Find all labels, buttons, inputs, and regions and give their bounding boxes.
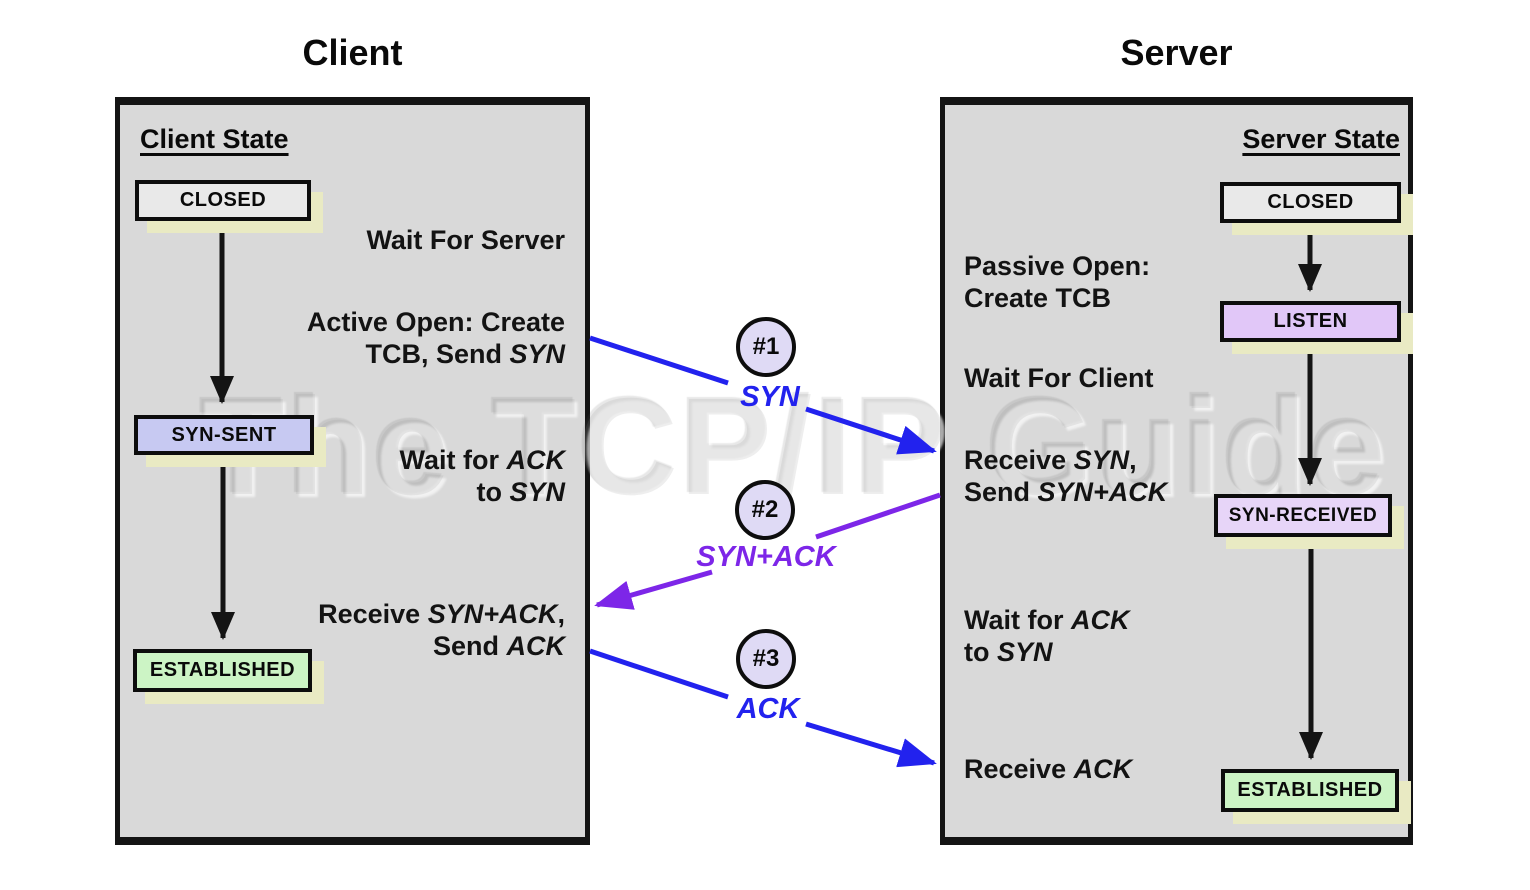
note-text: Receive (964, 754, 1074, 784)
client-note-wait-ack: Wait for ACK to SYN (265, 444, 566, 508)
client-note-receive-synack: Receive SYN+ACK, Send ACK (245, 598, 565, 662)
server-note-receive-syn: Receive SYN, Send SYN+ACK (964, 444, 1304, 508)
note-italic: SYN (1073, 445, 1130, 475)
note-text: Wait for (399, 445, 507, 475)
server-note-receive-ack: Receive ACK (964, 753, 1294, 785)
server-state-closed: CLOSED (1220, 182, 1401, 223)
note-line: TCB, Send SYN (245, 338, 565, 370)
message-2-label: SYN+ACK (696, 541, 836, 573)
server-state-flow-arrows (1298, 229, 1323, 760)
note-text: , (1129, 445, 1137, 475)
arrow-ack (589, 648, 937, 768)
note-line: to SYN (265, 476, 565, 508)
note-text: Wait For Server (366, 225, 565, 255)
message-1-badge: #1 (736, 317, 796, 377)
client-state-closed: CLOSED (135, 180, 311, 221)
note-italic: ACK (506, 631, 566, 661)
server-state-listen: LISTEN (1220, 301, 1401, 342)
note-text: Send (432, 631, 507, 661)
client-panel (115, 97, 590, 845)
note-line: to SYN (964, 636, 1294, 668)
note-italic: ACK (1073, 754, 1133, 784)
client-state-flow-arrows (210, 226, 235, 640)
badge-number: #1 (752, 333, 780, 360)
note-text: Receive (964, 445, 1074, 475)
note-italic: SYN+ACK (427, 599, 558, 629)
note-italic: SYN (509, 477, 565, 507)
client-state-heading: Client State (140, 124, 289, 154)
badge-number: #3 (752, 645, 780, 672)
note-text: Wait For Client (964, 363, 1154, 393)
note-text: Receive (318, 599, 428, 629)
note-italic: SYN (997, 637, 1053, 667)
message-3-badge: #3 (736, 629, 796, 689)
client-state-syn-sent: SYN-SENT (134, 415, 314, 455)
note-text: to (476, 477, 510, 507)
note-text: Create TCB (964, 283, 1112, 313)
note-text: Wait for (964, 605, 1071, 635)
message-3-label: ACK (736, 693, 800, 725)
note-text: Send (964, 477, 1038, 507)
client-title: Client (302, 32, 403, 73)
note-line: Create TCB (964, 282, 1294, 314)
server-state-syn-received: SYN-RECEIVED (1214, 494, 1392, 537)
note-text: Active Open: Create (306, 307, 565, 337)
note-line: Passive Open: (964, 250, 1294, 282)
arrow-syn (589, 335, 937, 455)
note-line: Send ACK (245, 630, 565, 662)
note-italic: ACK (506, 445, 566, 475)
client-state-established: ESTABLISHED (133, 649, 312, 692)
client-note-active-open: Active Open: Create TCB, Send SYN (245, 306, 565, 370)
note-text: , (557, 599, 565, 629)
note-italic: SYN (509, 339, 565, 369)
note-line: Send SYN+ACK (964, 476, 1304, 508)
server-note-wait-client: Wait For Client (964, 362, 1294, 394)
note-line: Wait for ACK (265, 444, 566, 476)
note-line: Receive SYN+ACK, (245, 598, 565, 630)
badge-number: #2 (751, 496, 779, 523)
message-1-label: SYN (740, 381, 800, 413)
note-line: Active Open: Create (245, 306, 565, 338)
server-state-heading: Server State (1242, 124, 1400, 154)
server-title: Server (1120, 32, 1233, 73)
note-text: TCB, Send (365, 339, 510, 369)
arrow-syn-ack (594, 492, 941, 610)
note-italic: SYN+ACK (1037, 477, 1168, 507)
client-note-wait-server: Wait For Server (265, 224, 565, 256)
note-line: Wait for ACK (964, 604, 1294, 636)
server-note-wait-ack: Wait for ACK to SYN (964, 604, 1294, 668)
server-state-established: ESTABLISHED (1221, 769, 1399, 812)
note-text: to (964, 637, 997, 667)
note-line: Receive SYN, (964, 444, 1304, 476)
server-note-passive-open: Passive Open: Create TCB (964, 250, 1294, 314)
message-2-badge: #2 (735, 480, 795, 540)
note-text: Passive Open: (964, 251, 1151, 281)
note-italic: ACK (1071, 605, 1130, 635)
